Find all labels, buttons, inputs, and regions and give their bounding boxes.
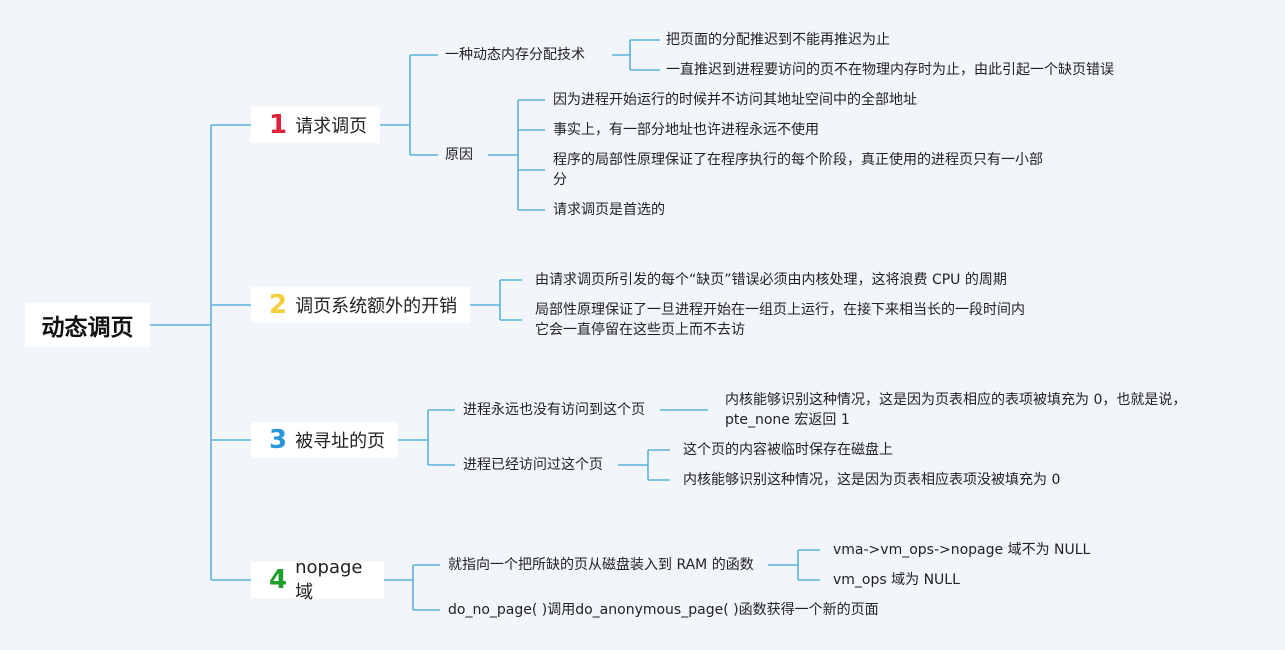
branch-label: 被寻址的页 <box>295 431 386 452</box>
branch-label: nopage 域 <box>295 556 363 603</box>
leaf-node[interactable]: do_no_page( )调用do_anonymous_page( )函数获得一… <box>448 602 879 618</box>
nopage-function-node[interactable]: 就指向一个把所缺的页从磁盘装入到 RAM 的函数 <box>448 557 754 573</box>
branch-label: 调页系统额外的开销 <box>295 296 458 317</box>
leaf-node[interactable]: 请求调页是首选的 <box>553 202 665 218</box>
leaf-node[interactable]: vm_ops 域为 NULL <box>833 572 960 588</box>
leaf-node[interactable]: 局部性原理保证了一旦进程开始在一组页上运行，在接下来相当长的一段时间内它会一直停… <box>535 302 1025 338</box>
branch-node-2[interactable]: 2 调页系统额外的开销 <box>251 287 470 323</box>
branch-label: 请求调页 <box>295 116 368 137</box>
never-accessed-node[interactable]: 进程永远也没有访问到这个页 <box>463 402 645 418</box>
leaf-node[interactable]: 一直推迟到进程要访问的页不在物理内存时为止，由此引起一个缺页错误 <box>666 62 1114 78</box>
reason-node[interactable]: 原因 <box>445 147 473 163</box>
root-node[interactable]: 动态调页 <box>25 303 150 347</box>
leaf-node[interactable]: 把页面的分配推迟到不能再推迟为止 <box>666 32 890 48</box>
leaf-node[interactable]: 因为进程开始运行的时候并不访问其地址空间中的全部地址 <box>553 92 917 108</box>
branch-node-4[interactable]: 4 nopage 域 <box>251 557 384 603</box>
branch-node-1[interactable]: 1 请求调页 <box>251 107 380 143</box>
branch-node-3[interactable]: 3 被寻址的页 <box>251 422 398 458</box>
leaf-node[interactable]: 内核能够识别这种情况，这是因为页表相应表项没被填充为 0 <box>683 472 1061 488</box>
leaf-node[interactable]: 内核能够识别这种情况，这是因为页表相应的表项被填充为 0，也就是说，pte_no… <box>725 392 1187 428</box>
leaf-node[interactable]: vma->vm_ops->nopage 域不为 NULL <box>833 542 1091 558</box>
number-2-badge: 2 <box>269 290 288 320</box>
leaf-node[interactable]: 这个页的内容被临时保存在磁盘上 <box>683 442 893 458</box>
dynamic-memory-node[interactable]: 一种动态内存分配技术 <box>445 47 585 63</box>
leaf-node[interactable]: 由请求调页所引发的每个“缺页”错误必须由内核处理，这将浪费 CPU 的周期 <box>535 272 1007 288</box>
accessed-node[interactable]: 进程已经访问过这个页 <box>463 457 603 473</box>
leaf-node[interactable]: 事实上，有一部分地址也许进程永远不使用 <box>553 122 819 138</box>
leaf-node[interactable]: 程序的局部性原理保证了在程序执行的每个阶段，真正使用的进程页只有一小部分 <box>553 152 1043 188</box>
number-1-badge: 1 <box>269 110 288 140</box>
number-4-badge: 4 <box>269 565 288 595</box>
number-3-badge: 3 <box>269 425 288 455</box>
